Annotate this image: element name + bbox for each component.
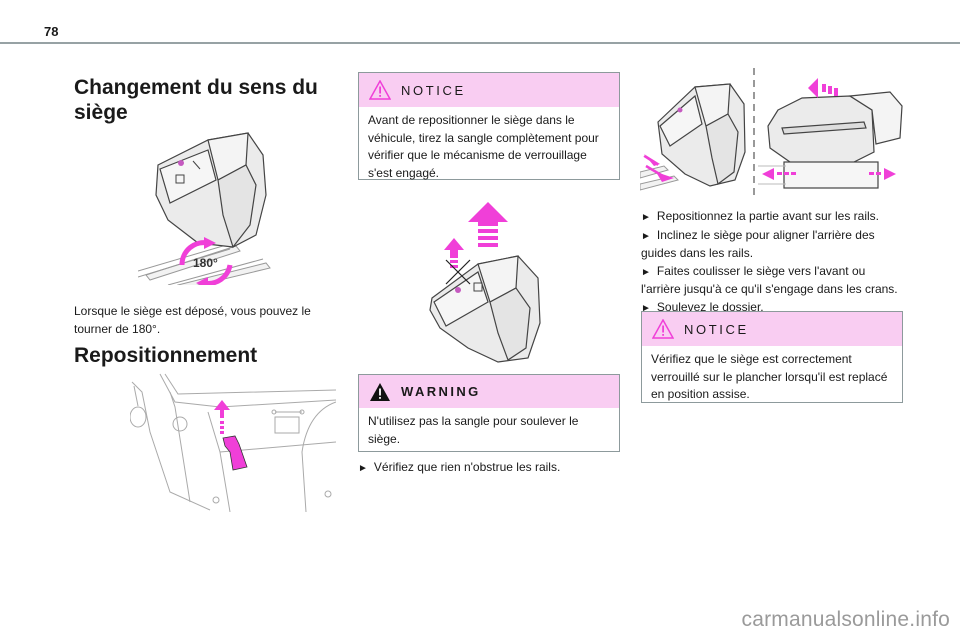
instruction-step: ► Soulevez le dossier. (641, 299, 911, 318)
rotation-description: Lorsque le siège est déposé, vous pouvez… (74, 303, 336, 338)
warning-line: siège. (368, 431, 401, 446)
rotation-angle-label: 180° (193, 256, 218, 270)
notice-title: NOTICE (401, 82, 466, 98)
warning-body: N'utilisez pas la sangle pour soulever l… (359, 408, 619, 455)
strap-pull-figure (130, 372, 336, 512)
header-divider (0, 42, 960, 44)
notice-line: Avant de repositionner le siège dans le (368, 113, 575, 127)
warning-line: N'utilisez pas la sangle pour soulever l… (368, 414, 579, 428)
notice-callout-strap: NOTICE Avant de repositionner le siège d… (358, 72, 620, 180)
notice-line: en position assise. (651, 387, 750, 401)
section-title-repositioning: Repositionnement (74, 344, 258, 367)
notice-line: véhicule, tirez la sangle complètement p… (368, 130, 599, 145)
instruction-step: ► Inclinez le siège pour aligner l'arrièr… (641, 227, 911, 246)
notice-callout-locking: NOTICE Vérifiez que le siège est correct… (641, 311, 903, 403)
instruction-text: Faites coulisser le siège vers l'avant o… (656, 263, 866, 278)
notice-line: s'est engagé. (368, 165, 440, 180)
instruction-text: Soulevez le dossier. (656, 299, 764, 314)
seat-lift-figure (418, 198, 558, 366)
notice-warning-triangle-icon (652, 319, 674, 339)
body-line-2: tourner de 180°. (74, 321, 161, 336)
instruction-continuation: l'arrière jusqu'à ce qu'il s'engage dans… (641, 282, 898, 296)
notice-body: Vérifiez que le siège est correctement v… (642, 346, 902, 411)
repositioning-instructions: ► Repositionnez la partie avant sur les r… (641, 208, 911, 317)
instruction-step: ► Faites coulisser le siège vers l'avant … (641, 263, 911, 282)
notice-title: NOTICE (684, 321, 749, 337)
notice-line: vérifier que le mécanisme de verrouillag… (368, 148, 587, 162)
bullet-arrow-icon: ► (641, 266, 651, 278)
notice-line: Vérifiez que le siège est correctement (651, 352, 852, 366)
bullet-arrow-icon: ► (358, 463, 368, 474)
notice-body: Avant de repositionner le siège dans le … (359, 107, 619, 189)
notice-warning-triangle-icon (369, 80, 391, 100)
title-line-2: siège (74, 101, 128, 124)
bullet-arrow-icon: ► (641, 302, 651, 314)
section-title-direction-change: Changement du sens du siège (74, 75, 336, 125)
instruction-continuation: guides dans les rails. (641, 246, 754, 260)
notice-header: NOTICE (642, 312, 902, 346)
notice-line: verrouillé sur le plancher lorsqu'il est… (651, 369, 888, 384)
instruction-text: Repositionnez la partie avant sur les ra… (656, 209, 880, 223)
instruction-check-rails: ► Vérifiez que rien n'obstrue les rails. (358, 459, 620, 478)
instruction-step: ► Repositionnez la partie avant sur les r… (641, 208, 911, 227)
instruction-text: Vérifiez que rien n'obstrue les rails. (373, 460, 561, 474)
seat-rail-alignment-figure (640, 62, 910, 200)
body-line-1: Lorsque le siège est déposé, vous pouvez… (74, 304, 311, 318)
warning-header: WARNING (359, 375, 619, 408)
watermark-link[interactable]: carmanualsonline.info (741, 608, 950, 631)
page-number: 78 (44, 24, 59, 39)
warning-callout-strap: WARNING N'utilisez pas la sangle pour so… (358, 374, 620, 452)
bullet-arrow-icon: ► (641, 212, 651, 223)
notice-header: NOTICE (359, 73, 619, 107)
title-line-1: Changement du sens du (74, 76, 318, 99)
seat-rotation-figure: 180° (138, 125, 328, 285)
bullet-arrow-icon: ► (641, 230, 651, 242)
instruction-text: Inclinez le siège pour aligner l'arrière… (656, 227, 875, 242)
warning-triangle-icon (370, 382, 390, 401)
warning-title: WARNING (401, 384, 481, 399)
